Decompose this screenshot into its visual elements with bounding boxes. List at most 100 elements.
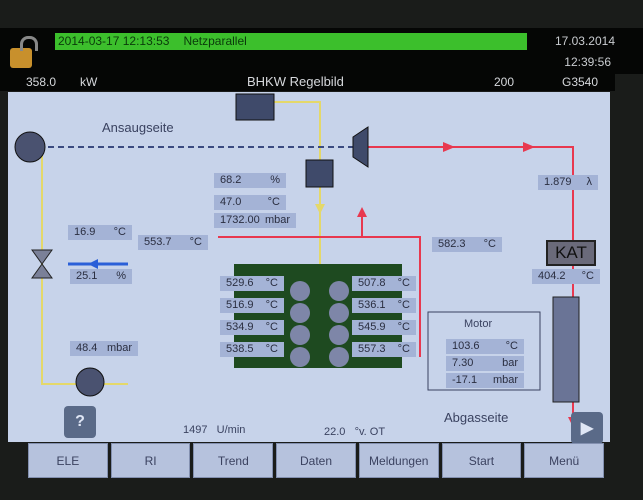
date: 17.03.2014 bbox=[554, 34, 615, 48]
lock-icon[interactable] bbox=[10, 36, 38, 68]
readout-value: -17.1 bbox=[452, 374, 478, 386]
cylinder-icon bbox=[329, 325, 349, 345]
button-meldungen[interactable]: Meldungen bbox=[358, 443, 439, 478]
cylinder-icon bbox=[290, 303, 310, 323]
readout-value: 536.1 bbox=[358, 299, 386, 311]
cyl_left-1-readout: 516.9°C bbox=[220, 298, 284, 313]
readout-value: 47.0 bbox=[220, 196, 242, 208]
speed-readout: 1497 U/min bbox=[183, 424, 245, 436]
exhaust_right-readout: 582.3 °C bbox=[432, 237, 502, 252]
page-number: 200 bbox=[494, 75, 515, 89]
readout-unit: °C bbox=[397, 277, 410, 289]
next-page-button[interactable]: ▶ bbox=[571, 412, 603, 444]
readout-value: 545.9 bbox=[358, 321, 386, 333]
button-menu[interactable]: Menü bbox=[524, 443, 605, 478]
cylinder-icon bbox=[290, 325, 310, 345]
readout-unit: °C bbox=[265, 343, 278, 355]
cyl_right-3-readout: 557.3 °C bbox=[352, 342, 416, 357]
cylinder-icon bbox=[329, 347, 349, 367]
catalyst-label: KAT bbox=[546, 240, 596, 266]
exhaust-label: Abgasseite bbox=[444, 410, 509, 425]
motor-rows-0-readout: 103.6 °C bbox=[446, 339, 524, 354]
compressor-icon bbox=[14, 131, 46, 163]
bottom-nav: ELE RI Trend Daten Meldungen Start Menü bbox=[28, 443, 605, 478]
lambda-readout: 1.879 λ bbox=[538, 175, 598, 190]
readout-unit: °C bbox=[505, 340, 518, 352]
readout-unit: mbar bbox=[106, 342, 132, 354]
motor-title: Motor bbox=[464, 318, 493, 330]
readout-unit: °C bbox=[267, 196, 280, 208]
control-diagram: Ansaugseite Abgasseite 68.2% 47.0 °C 1732.0… bbox=[8, 92, 610, 444]
status-timestamp: 2014-03-17 12:13:53 bbox=[58, 34, 170, 48]
readout-value: 553.7 bbox=[144, 236, 172, 248]
readout-value: 534.9 bbox=[226, 321, 254, 333]
readout-unit: °C bbox=[483, 238, 496, 250]
cylinder-icon bbox=[329, 281, 349, 301]
info-row: 358.0 kW BHKW Regelbild 200 G3540 bbox=[0, 73, 615, 91]
page-title: BHKW Regelbild bbox=[247, 74, 344, 89]
gas_pressure-readout: 48.4 mbar bbox=[70, 341, 138, 356]
readout-value: 582.3 bbox=[438, 238, 466, 250]
readout-value: 507.8 bbox=[358, 277, 386, 289]
cyl_left-3-readout: 538.5 °C bbox=[220, 342, 284, 357]
speed-unit: U/min bbox=[216, 424, 246, 436]
readout-value: 529.6 bbox=[226, 277, 254, 289]
intercooler-icon bbox=[235, 93, 275, 121]
cyl_left-0-readout: 529.6 °C bbox=[220, 276, 284, 291]
readout-value: 1.879 bbox=[544, 176, 572, 188]
speed-value: 1497 bbox=[183, 424, 208, 436]
readout-unit: °C bbox=[397, 321, 410, 333]
readout-unit: °C bbox=[581, 270, 594, 282]
cylinder-icon bbox=[290, 347, 310, 367]
readout-value: 516.9 bbox=[226, 299, 254, 311]
readout-value: 16.9 bbox=[74, 226, 96, 238]
readout-value: 404.2 bbox=[538, 270, 566, 282]
motor-rows-1-readout: 7.30 bar bbox=[446, 356, 524, 371]
status-text: Netzparallel bbox=[183, 34, 247, 48]
cylinder-icon bbox=[290, 281, 310, 301]
cylinder-icon bbox=[329, 303, 349, 323]
button-ri[interactable]: RI bbox=[110, 443, 191, 478]
readout-unit: °C bbox=[113, 226, 126, 238]
status-bar: 2014-03-17 12:13:53 Netzparallel bbox=[55, 33, 527, 50]
power-unit: kW bbox=[80, 75, 98, 89]
button-start[interactable]: Start bbox=[441, 443, 522, 478]
throttle-icon bbox=[305, 159, 334, 188]
readout-unit: °C bbox=[397, 299, 410, 311]
readout-unit: bar bbox=[502, 357, 518, 369]
intake-label: Ansaugseite bbox=[102, 120, 174, 135]
readout-value: 7.30 bbox=[452, 357, 474, 369]
readout-unit: °C bbox=[265, 321, 278, 333]
cyl_right-1-readout: 536.1 °C bbox=[352, 298, 416, 313]
readout-unit: °C bbox=[397, 343, 410, 355]
valve_pct-readout: 25.1% bbox=[70, 269, 132, 284]
gas-pump-icon bbox=[75, 367, 105, 397]
readout-value: 538.5 bbox=[226, 343, 254, 355]
readout-value: 48.4 bbox=[76, 342, 98, 354]
heat-exchanger-icon bbox=[552, 296, 580, 403]
throttle_pct-readout: 68.2% bbox=[214, 173, 286, 188]
turbine-icon bbox=[352, 126, 369, 168]
pipe-diagram bbox=[14, 93, 580, 432]
readout-value: 557.3 bbox=[358, 343, 386, 355]
button-daten[interactable]: Daten bbox=[276, 443, 356, 478]
readout-unit: λ bbox=[586, 176, 593, 188]
readout-unit: °C bbox=[265, 277, 278, 289]
kat_temp-readout: 404.2 °C bbox=[532, 269, 600, 284]
readout-value: 25.1 bbox=[76, 270, 98, 282]
time: 12:39:56 bbox=[564, 55, 611, 69]
readout-unit: % bbox=[116, 270, 126, 282]
readout-value: 68.2 bbox=[220, 174, 242, 186]
ignition-unit: °v. OT bbox=[354, 426, 386, 438]
readout-value: 103.6 bbox=[452, 340, 480, 352]
readout-unit: mbar bbox=[492, 374, 518, 386]
cyl_left-2-readout: 534.9 °C bbox=[220, 320, 284, 335]
readout-unit: °C bbox=[189, 236, 202, 248]
cyl_right-2-readout: 545.9 °C bbox=[352, 320, 416, 335]
help-button[interactable]: ? bbox=[64, 406, 96, 438]
button-ele[interactable]: ELE bbox=[28, 443, 108, 478]
button-trend[interactable]: Trend bbox=[193, 443, 274, 478]
three-way-valve-icon bbox=[31, 249, 53, 279]
exhaust_left-readout: 553.7 °C bbox=[138, 235, 208, 250]
